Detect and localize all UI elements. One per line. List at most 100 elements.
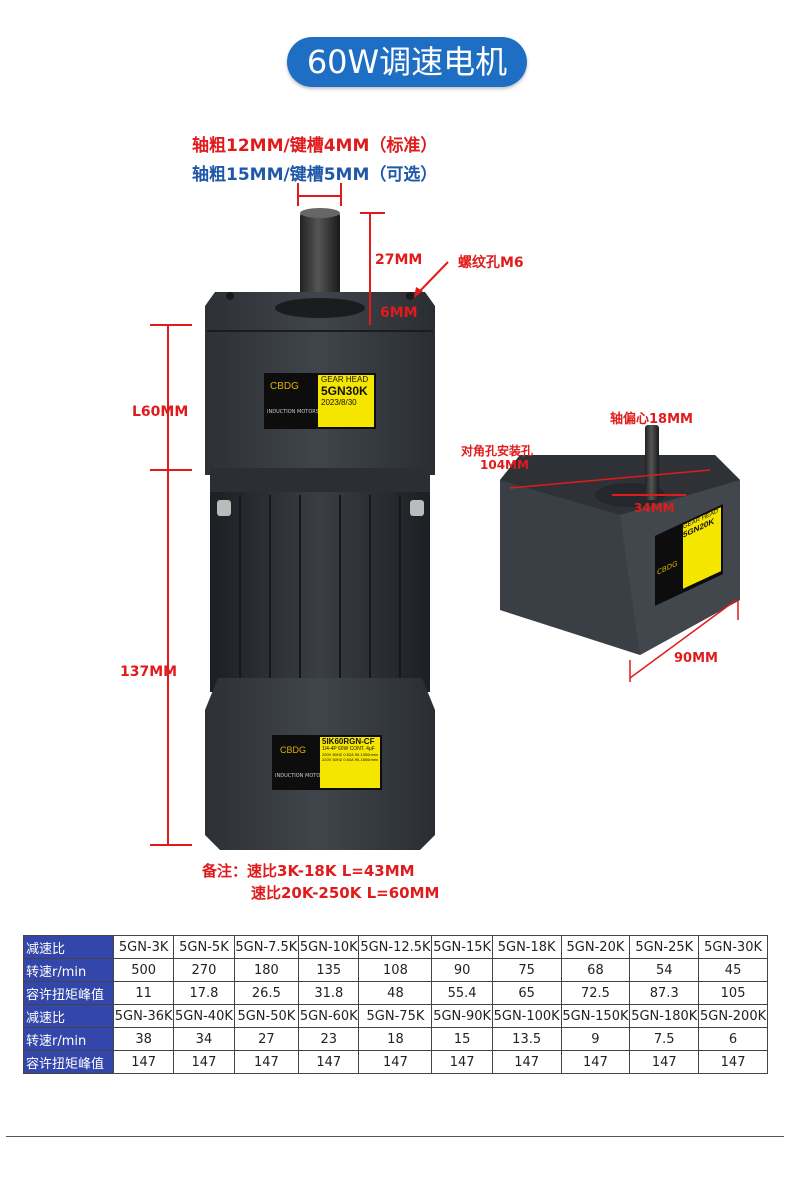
table-cell: 180 bbox=[233, 958, 300, 982]
gearhead-date: 2023/8/30 bbox=[321, 398, 357, 407]
table-cell: 5GN-180K bbox=[629, 1004, 700, 1028]
table-cell: 15 bbox=[431, 1027, 493, 1051]
table-cell: 147 bbox=[233, 1050, 300, 1074]
row-header: 减速比 bbox=[23, 1004, 114, 1028]
table-cell: 11 bbox=[112, 981, 175, 1005]
table-cell: 5GN-60K bbox=[298, 1004, 360, 1028]
table-cell: 18 bbox=[358, 1027, 433, 1051]
brand-logo: CBDG bbox=[270, 381, 299, 392]
gearhead-nameplate: CBDG INDUCTION MOTORS GEAR HEAD 5GN30K 2… bbox=[264, 373, 376, 429]
table-cell: 7.5 bbox=[629, 1027, 700, 1051]
table-cell: 5GN-3K bbox=[112, 935, 175, 959]
shaft-note-optional: 轴粗15MM/键槽5MM（可选） bbox=[192, 165, 438, 185]
table-cell: 17.8 bbox=[173, 981, 235, 1005]
row-header: 转速r/min bbox=[23, 1027, 114, 1051]
motor-model: 5IK60RGN-CF bbox=[322, 737, 375, 746]
gearhead-model: 5GN30K bbox=[321, 384, 368, 398]
table-cell: 147 bbox=[431, 1050, 493, 1074]
motor-length-label: 137MM bbox=[120, 664, 178, 680]
table-cell: 54 bbox=[629, 958, 700, 982]
table-cell: 68 bbox=[560, 958, 631, 982]
gearhead-text: GEAR HEAD bbox=[321, 375, 369, 384]
row-header: 转速r/min bbox=[23, 958, 114, 982]
remark-line1: 备注：速比3K-18K L=43MM bbox=[202, 862, 415, 880]
motor-body bbox=[210, 492, 430, 692]
table-cell: 105 bbox=[698, 981, 768, 1005]
key-depth-label: 6MM bbox=[380, 305, 418, 321]
table-cell: 26.5 bbox=[233, 981, 300, 1005]
table-cell: 5GN-10K bbox=[298, 935, 360, 959]
row-header: 减速比 bbox=[23, 935, 114, 959]
table-cell: 147 bbox=[698, 1050, 768, 1074]
table-cell: 5GN-18K bbox=[491, 935, 562, 959]
table-cell: 38 bbox=[112, 1027, 175, 1051]
table-cell: 5GN-7.5K bbox=[233, 935, 300, 959]
table-cell: 147 bbox=[358, 1050, 433, 1074]
output-shaft bbox=[300, 212, 340, 307]
table-cell: 9 bbox=[560, 1027, 631, 1051]
nameplate-sub: INDUCTION MOTORS bbox=[275, 773, 327, 779]
table-cell: 5GN-75K bbox=[358, 1004, 433, 1028]
table-cell: 5GN-40K bbox=[173, 1004, 235, 1028]
table-cell: 65 bbox=[491, 981, 562, 1005]
table-cell: 72.5 bbox=[560, 981, 631, 1005]
table-cell: 5GN-50K bbox=[233, 1004, 300, 1028]
table-cell: 6 bbox=[698, 1027, 768, 1051]
table-cell: 75 bbox=[491, 958, 562, 982]
motor-spec1: 1/4-4P 60W CONT. 4μF bbox=[322, 746, 375, 752]
gearhead-length-label: L60MM bbox=[132, 404, 189, 420]
table-cell: 147 bbox=[629, 1050, 700, 1074]
table-cell: 5GN-25K bbox=[629, 935, 700, 959]
table-cell: 147 bbox=[491, 1050, 562, 1074]
table-cell: 5GN-100K bbox=[491, 1004, 562, 1028]
nameplate-sub: INDUCTION MOTORS bbox=[267, 409, 319, 415]
table-cell: 5GN-200K bbox=[698, 1004, 768, 1028]
table-cell: 34 bbox=[173, 1027, 235, 1051]
table-cell: 500 bbox=[112, 958, 175, 982]
table-cell: 23 bbox=[298, 1027, 360, 1051]
eccentric-label: 轴偏心18MM bbox=[610, 412, 693, 427]
table-cell: 147 bbox=[112, 1050, 175, 1074]
table-cell: 13.5 bbox=[491, 1027, 562, 1051]
table-cell: 55.4 bbox=[431, 981, 493, 1005]
motor-spec3: 220V 50HZ 0.54A 90-1600r/min bbox=[322, 757, 379, 762]
table-cell: 147 bbox=[560, 1050, 631, 1074]
table-cell: 270 bbox=[173, 958, 235, 982]
table-cell: 5GN-150K bbox=[560, 1004, 631, 1028]
remark-line2: 速比20K-250K L=60MM bbox=[251, 884, 440, 902]
table-cell: 31.8 bbox=[298, 981, 360, 1005]
table-cell: 48 bbox=[358, 981, 433, 1005]
table-cell: 108 bbox=[358, 958, 433, 982]
table-cell: 27 bbox=[233, 1027, 300, 1051]
motor-nameplate: CBDG INDUCTION MOTORS 5IK60RGN-CF 1/4-4P… bbox=[272, 735, 382, 790]
row-header: 容许扭矩峰值 bbox=[23, 981, 114, 1005]
shaft-length-label: 27MM bbox=[375, 252, 423, 268]
table-cell: 90 bbox=[431, 958, 493, 982]
table-cell: 5GN-36K bbox=[112, 1004, 175, 1028]
motor-illustration bbox=[150, 183, 740, 850]
row-header: 容许扭矩峰值 bbox=[23, 1050, 114, 1074]
table-cell: 87.3 bbox=[629, 981, 700, 1005]
table-cell: 5GN-30K bbox=[698, 935, 768, 959]
table-cell: 135 bbox=[298, 958, 360, 982]
table-cell: 45 bbox=[698, 958, 768, 982]
page-title: 60W调速电机 bbox=[287, 37, 527, 87]
diag-hole-value: 104MM bbox=[480, 458, 529, 472]
table-cell: 5GN-15K bbox=[431, 935, 493, 959]
motor-spec2: 220V 50HZ 0.52A 90-1300r/min bbox=[322, 752, 379, 757]
thread-hole-label: 螺纹孔M6 bbox=[458, 255, 524, 271]
diag-hole-label: 对角孔安装孔 bbox=[461, 444, 534, 458]
table-cell: 5GN-20K bbox=[560, 935, 631, 959]
brand-logo: CBDG bbox=[280, 745, 307, 755]
brand-logo: CBDG bbox=[657, 559, 678, 577]
footer-divider bbox=[6, 1136, 784, 1137]
table-cell: 5GN-90K bbox=[431, 1004, 493, 1028]
shaft-note-standard: 轴粗12MM/键槽4MM（标准） bbox=[192, 136, 438, 156]
